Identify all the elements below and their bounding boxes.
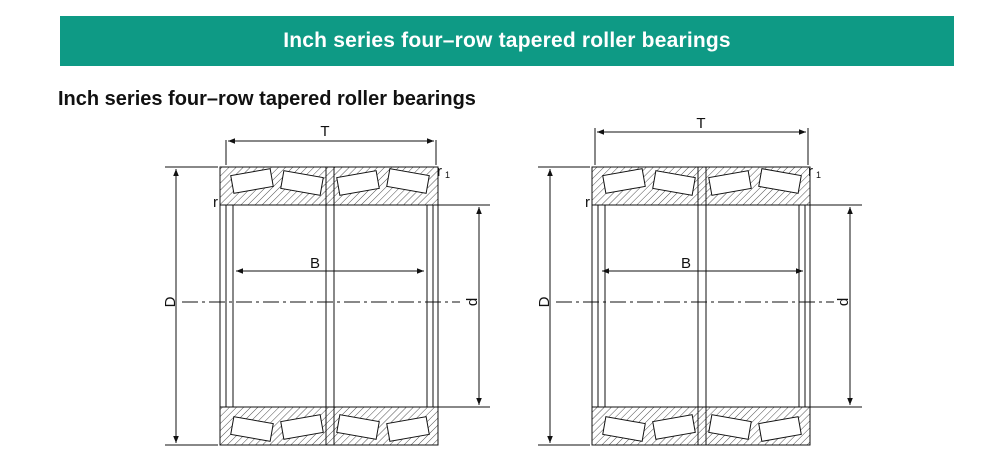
section-title: Inch series four–row tapered roller bear… [58,88,476,110]
label-B: B [681,255,691,272]
rollers-bottom [602,414,802,442]
rollers-top [230,168,430,196]
label-B: B [310,255,320,272]
label-r: r [585,194,590,211]
label-r1: r [808,163,813,180]
label-r: r [213,194,218,211]
bearing-drawing-left [165,138,490,446]
label-d: d [835,298,852,306]
label-r1-sub: 1 [816,170,821,180]
label-D: D [162,296,179,307]
label-D: D [536,296,553,307]
rollers-top [602,168,802,196]
rollers-bottom [230,414,430,442]
bearing-outline [591,166,811,446]
label-d: d [464,298,481,306]
label-r1-sub: 1 [445,170,450,180]
label-T: T [696,115,705,132]
label-T: T [320,123,329,140]
label-r1: r [437,163,442,180]
bearing-drawing-right [538,128,862,446]
banner-title: Inch series four–row tapered roller bear… [283,29,731,52]
header-banner: Inch series four–row tapered roller bear… [60,16,954,66]
bearing-outline [219,166,439,446]
